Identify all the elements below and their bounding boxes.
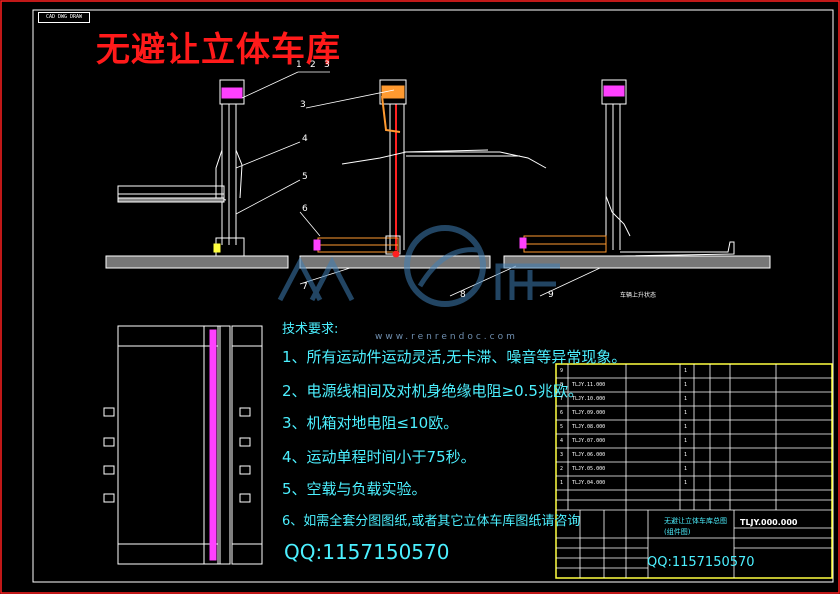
drawing-stamp: CAD DWG DRAW xyxy=(38,12,90,23)
inner-frame xyxy=(32,9,834,583)
tb-row-qty: 1 xyxy=(684,382,688,388)
drawing-name-line2: (组件图) xyxy=(664,528,691,536)
tb-row-no: 1 xyxy=(560,480,564,486)
tb-row-code: TLJY.10.000 xyxy=(572,396,606,402)
tb-row-code: TLJY.04.000 xyxy=(572,480,606,486)
tech-requirement-item: 6、如需全套分图图纸,或者其它立体车库图纸请咨询 xyxy=(282,514,581,529)
part-number-3: 3 xyxy=(324,60,330,70)
tb-row-qty: 1 xyxy=(684,480,688,486)
tb-row-no: 8 xyxy=(560,382,564,388)
tb-row-no: 5 xyxy=(560,424,564,430)
view-caption: 车辆上升状态 xyxy=(620,292,657,299)
tech-requirement-item: 1、所有运动件运动灵活,无卡滞、噪音等异常现象。 xyxy=(282,348,627,366)
part-number-7: 7 xyxy=(302,282,308,292)
tb-row-qty: 1 xyxy=(684,466,688,472)
part-number-8: 8 xyxy=(460,290,466,300)
tb-row-qty: 1 xyxy=(684,396,688,402)
tb-row-code: TLJY.09.000 xyxy=(572,410,606,416)
part-number-1: 1 xyxy=(296,60,302,70)
tech-requirement-item: 3、机箱对地电阻≤10欧。 xyxy=(282,414,459,432)
qq-titleblock: QQ:1157150570 xyxy=(647,555,755,570)
part-number-2: 2 xyxy=(310,60,316,70)
part-number-5: 5 xyxy=(302,172,308,182)
tech-requirement-item: 5、空载与负载实验。 xyxy=(282,480,427,498)
tech-requirements-heading: 技术要求: xyxy=(282,322,339,337)
tb-row-no: 2 xyxy=(560,466,564,472)
tb-row-no: 4 xyxy=(560,438,564,444)
tb-row-code: TLJY.11.000 xyxy=(572,382,606,388)
tb-row-no: 6 xyxy=(560,410,564,416)
watermark-url: www.renrendoc.com xyxy=(375,332,518,342)
plan-view xyxy=(103,325,263,565)
tb-row-qty: 1 xyxy=(684,438,688,444)
tech-requirement-item: 4、运动单程时间小于75秒。 xyxy=(282,448,476,466)
tb-row-no: 3 xyxy=(560,452,564,458)
tech-requirement-item: 2、电源线相间及对机身绝缘电阻≥0.5兆欧。 xyxy=(282,382,583,400)
qq-contact: QQ:1157150570 xyxy=(284,540,450,564)
drawing-code: TLJY.000.000 xyxy=(740,518,798,527)
part-number-3b: 3 xyxy=(300,100,306,110)
tb-row-code: TLJY.08.000 xyxy=(572,424,606,430)
watermark-logo xyxy=(277,225,560,307)
middle-elevation-view xyxy=(299,79,547,269)
part-number-4: 4 xyxy=(302,134,308,144)
title-block xyxy=(555,363,833,579)
part-number-6: 6 xyxy=(302,204,308,214)
tb-row-code: TLJY.07.000 xyxy=(572,438,606,444)
tb-row-code: TLJY.06.000 xyxy=(572,452,606,458)
tb-row-no: 9 xyxy=(560,368,564,374)
page-title: 无避让立体车库 xyxy=(96,30,341,70)
drawing-name-line1: 无避让立体车库总图 xyxy=(664,517,727,525)
tb-row-qty: 1 xyxy=(684,452,688,458)
tb-row-qty: 1 xyxy=(684,368,688,374)
tb-row-code: TLJY.05.000 xyxy=(572,466,606,472)
part-number-9: 9 xyxy=(548,290,554,300)
tb-row-qty: 1 xyxy=(684,410,688,416)
tb-row-no: 7 xyxy=(560,396,564,402)
left-elevation-view xyxy=(105,79,289,269)
drawing-name: 无避让立体车库总图 (组件图) xyxy=(664,516,727,538)
tb-row-qty: 1 xyxy=(684,424,688,430)
right-elevation-view xyxy=(503,79,771,269)
